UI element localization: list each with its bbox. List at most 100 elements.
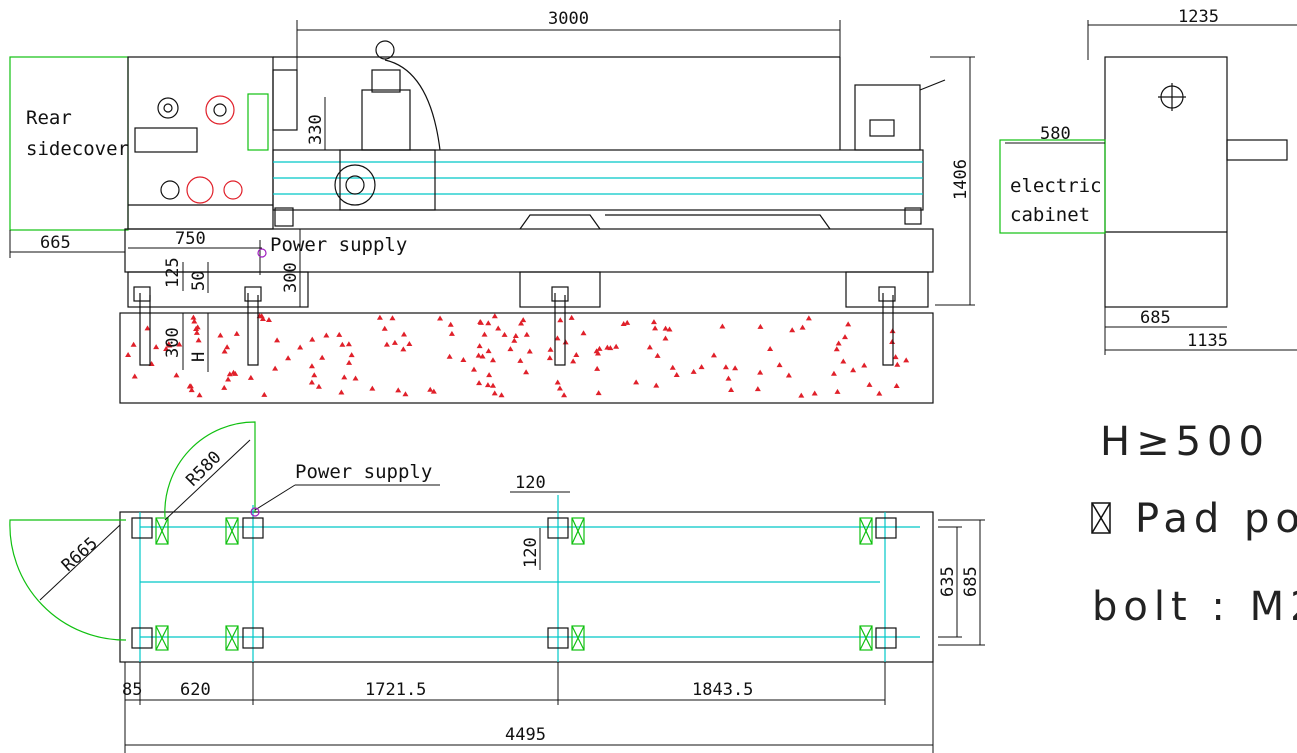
concrete-speckle	[261, 391, 268, 397]
concrete-speckle	[484, 382, 491, 388]
concrete-speckle	[554, 335, 561, 341]
concrete-speckle	[221, 384, 228, 390]
dim-685-side: 685	[1140, 308, 1171, 328]
concrete-speckle	[595, 390, 602, 396]
concrete-speckle	[805, 315, 812, 321]
dim-580-side: 580	[1040, 124, 1071, 144]
concrete-speckle	[570, 358, 577, 364]
dim-1135: 1135	[1187, 331, 1228, 351]
dim-330: 330	[306, 114, 326, 145]
concrete-speckle	[650, 319, 657, 325]
concrete-speckle	[341, 374, 348, 380]
concrete-speckle	[395, 387, 402, 393]
dim-4495: 4495	[505, 725, 546, 745]
concrete-speckle	[568, 314, 575, 320]
concrete-speckle	[654, 352, 661, 358]
concrete-speckle	[546, 355, 553, 361]
concrete-speckle	[131, 373, 138, 379]
concrete-speckle	[427, 386, 434, 392]
concrete-speckle	[754, 386, 761, 392]
concrete-speckle	[673, 371, 680, 377]
dim-120-v: 120	[521, 537, 541, 568]
concrete-speckle	[165, 341, 172, 347]
label-rear: Rear	[26, 107, 72, 129]
lathe-bed	[272, 149, 924, 211]
concrete-speckle	[191, 318, 198, 324]
concrete-speckle	[144, 325, 151, 331]
concrete-speckle	[776, 362, 783, 368]
dim-r665: R665	[58, 533, 102, 575]
concrete-speckle	[554, 379, 561, 385]
concrete-speckle	[518, 320, 525, 326]
concrete-speckle	[389, 315, 396, 321]
concrete-speckle	[840, 358, 847, 364]
dim-h: H	[189, 352, 209, 362]
note-pad-position: Pad pos	[1135, 496, 1297, 542]
concrete-speckle	[633, 379, 640, 385]
concrete-speckle	[226, 371, 233, 377]
concrete-speckle	[889, 338, 896, 344]
concrete-speckle	[224, 344, 231, 350]
concrete-speckle	[511, 337, 518, 343]
plan-view	[9, 421, 985, 753]
concrete-speckle	[561, 392, 568, 398]
dim-300-base: 300	[281, 262, 301, 293]
dim-1843-5: 1843.5	[692, 680, 753, 700]
concrete-speckle	[272, 365, 279, 371]
concrete-speckle	[710, 352, 717, 358]
dim-1721-5: 1721.5	[365, 680, 426, 700]
power-supply-front-icon	[257, 248, 267, 258]
concrete-speckle	[485, 348, 492, 354]
concrete-speckle	[866, 381, 873, 387]
concrete-speckle	[728, 386, 735, 392]
concrete-speckle	[190, 314, 197, 320]
concrete-speckle	[512, 333, 519, 339]
dim-620: 620	[180, 680, 211, 700]
dim-120-h: 120	[515, 473, 546, 493]
concrete-speckle	[719, 323, 726, 329]
concrete-speckle	[476, 343, 483, 349]
concrete-speckle	[834, 388, 841, 394]
concrete-speckle	[381, 325, 388, 331]
concrete-speckle	[323, 332, 330, 338]
concrete-speckle	[309, 336, 316, 342]
concrete-speckle	[221, 348, 228, 354]
concrete-speckle	[336, 331, 343, 337]
concrete-speckle	[348, 352, 355, 358]
concrete-speckle	[580, 330, 587, 336]
concrete-speckle	[646, 344, 653, 350]
concrete-speckle	[507, 346, 514, 352]
concrete-speckle	[259, 315, 266, 321]
concrete-speckle	[732, 365, 739, 371]
concrete-speckle	[698, 364, 705, 370]
concrete-speckle	[833, 346, 840, 352]
concrete-speckle	[573, 351, 580, 357]
tailstock	[854, 84, 921, 151]
concrete-speckle	[757, 323, 764, 329]
concrete-speckle	[662, 325, 669, 331]
concrete-speckle	[345, 341, 352, 347]
label-cabinet: cabinet	[1010, 204, 1090, 226]
carriage	[339, 149, 436, 211]
concrete-speckle	[308, 379, 315, 385]
concrete-speckle	[486, 372, 493, 378]
concrete-speckle	[501, 331, 508, 337]
concrete-speckle	[666, 326, 673, 332]
concrete-speckle	[233, 330, 240, 336]
concrete-speckle	[491, 313, 498, 319]
concrete-speckle	[517, 357, 524, 363]
concrete-speckle	[690, 368, 697, 374]
concrete-speckle	[624, 319, 631, 325]
machine-base	[124, 228, 934, 273]
concrete-speckle	[153, 344, 160, 350]
concrete-speckle	[662, 335, 669, 341]
concrete-speckle	[523, 369, 530, 375]
concrete-speckle	[491, 390, 498, 396]
concrete-speckle	[173, 372, 180, 378]
concrete-speckle	[798, 392, 805, 398]
concrete-speckle	[653, 382, 660, 388]
concrete-speckle	[315, 383, 322, 389]
concrete-speckle	[230, 369, 237, 375]
concrete-speckle	[308, 363, 315, 369]
concrete-speckle	[903, 357, 910, 363]
